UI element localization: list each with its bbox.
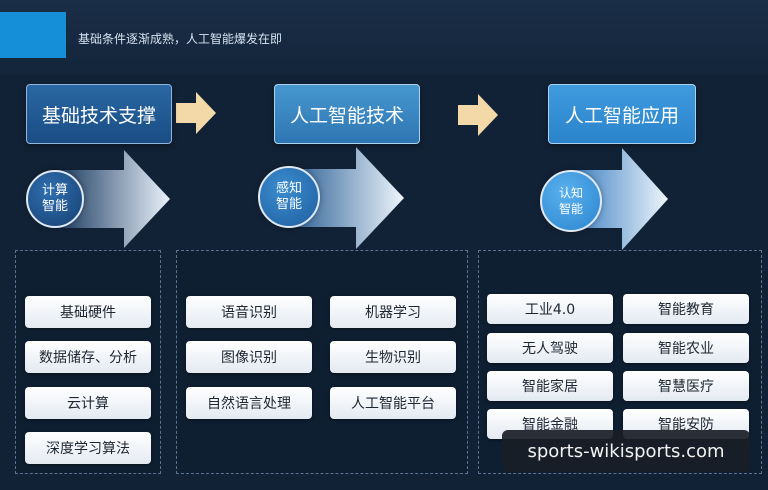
stage-title-ai-application: 人工智能应用 [548, 84, 696, 144]
list-item: 深度学习算法 [25, 432, 151, 464]
header-bar [0, 0, 768, 75]
stage-title-ai-technology: 人工智能技术 [274, 84, 420, 144]
list-item: 人工智能平台 [330, 387, 456, 419]
list-item: 生物识别 [330, 341, 456, 373]
circle-label-line1: 感知 [275, 181, 302, 196]
stage-circle-cognition: 认知 智能 [540, 170, 602, 232]
accent-block [0, 12, 66, 58]
circle-label-line1: 计算 [41, 183, 68, 198]
stage-circle-computing: 计算 智能 [26, 170, 84, 228]
list-item: 智能农业 [623, 333, 749, 363]
list-item: 自然语言处理 [186, 387, 312, 419]
big-arrow-1 [58, 150, 170, 248]
list-item: 智慧医疗 [623, 371, 749, 401]
circle-label-line2: 智能 [41, 199, 68, 214]
circle-label-line1: 认知 [558, 186, 583, 200]
list-item: 工业4.0 [487, 294, 613, 324]
list-item: 基础硬件 [25, 296, 151, 328]
circle-label-line2: 智能 [275, 197, 302, 212]
list-item: 智能家居 [487, 371, 613, 401]
list-item: 机器学习 [330, 296, 456, 328]
big-arrow-3 [572, 148, 668, 250]
circle-label-line2: 智能 [558, 202, 583, 216]
list-item: 无人驾驶 [487, 333, 613, 363]
stage-title-foundation: 基础技术支撑 [26, 84, 172, 144]
list-item: 语音识别 [186, 296, 312, 328]
list-item: 云计算 [25, 387, 151, 419]
watermark: sports-wikisports.com [502, 430, 750, 472]
list-item: 数据储存、分析 [25, 341, 151, 373]
arrow-right-icon [458, 94, 498, 136]
big-arrow-2 [290, 147, 404, 249]
headline: 基础条件逐渐成熟，人工智能爆发在即 [78, 32, 283, 46]
arrow-right-icon [176, 92, 216, 134]
list-item: 图像识别 [186, 341, 312, 373]
list-item: 智能教育 [623, 294, 749, 324]
stage-circle-perception: 感知 智能 [258, 166, 320, 228]
